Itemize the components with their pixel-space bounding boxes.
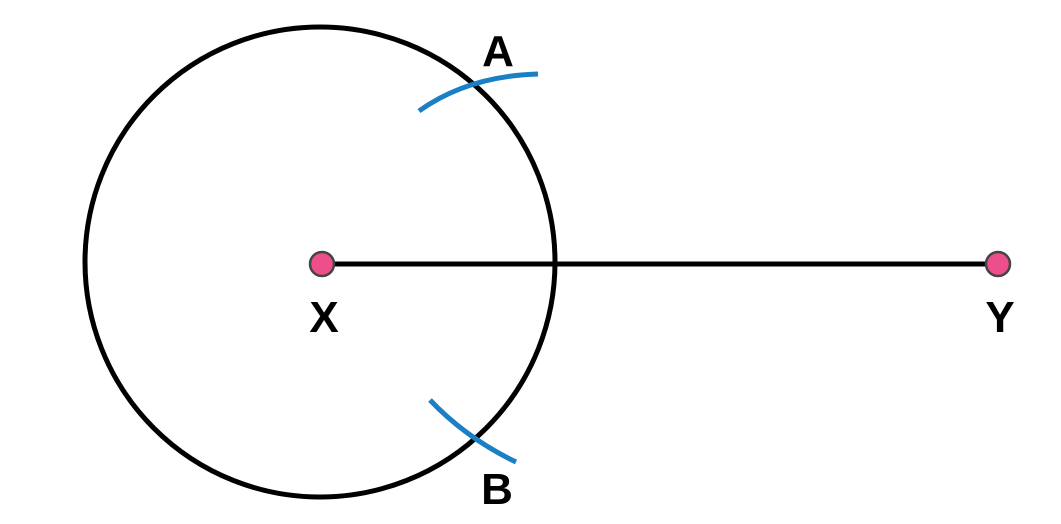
- label-a: A: [482, 27, 514, 76]
- arc-a: [417, 71, 539, 114]
- label-b: B: [481, 465, 513, 514]
- point-x: [308, 250, 336, 278]
- arc-b: [428, 398, 518, 465]
- label-y: Y: [985, 293, 1014, 342]
- label-x: X: [309, 293, 338, 342]
- point-y: [984, 250, 1012, 278]
